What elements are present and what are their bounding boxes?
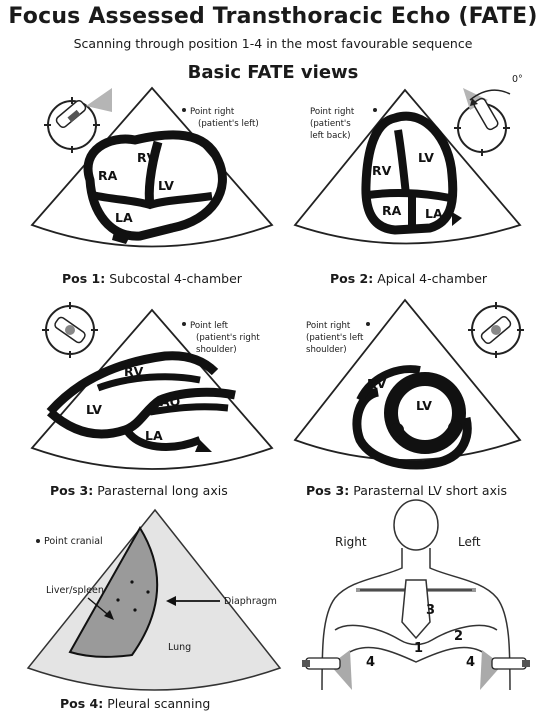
panel-apical-4-chamber: 0° Point right (patient's left back) LV … [295, 74, 523, 286]
panel-parasternal-long-axis: Point left (patient's right shoulder) RV… [32, 302, 272, 498]
label-lv: LV [416, 398, 432, 413]
label-lv: LV [86, 402, 102, 417]
label-la: LA [425, 206, 443, 221]
label-lung: Lung [168, 642, 191, 653]
label-lv: LV [418, 150, 434, 165]
probe-orientation-icon [468, 302, 524, 358]
label-ao: AO [160, 394, 180, 409]
label-liver-spleen: Liver/spleen [46, 585, 104, 596]
probe-note: Point right (patient's left) [190, 107, 259, 129]
label-rv: RV [137, 150, 157, 165]
probe-note: Point cranial [44, 536, 103, 547]
panel-parasternal-short-axis: Point right (patient's left shoulder) RV… [295, 300, 524, 498]
panel-pleural-scanning: Point cranial Liver/spleen Diaphragm Lun… [28, 510, 280, 711]
label-rv: RV [124, 364, 144, 379]
caption-pos1: Pos 1: Subcostal 4-chamber [62, 271, 243, 286]
caption-pos3-short: Pos 3: Parasternal LV short axis [306, 483, 507, 498]
position-4-right: 4 [366, 655, 375, 670]
probe-orientation-icon [42, 302, 98, 358]
label-rv: RV [367, 376, 387, 391]
position-2: 2 [454, 629, 463, 644]
probe-orientation-icon [454, 88, 510, 156]
probe-right [480, 650, 530, 690]
panel-torso-positions: Right Left 3 1 2 4 4 [302, 500, 530, 690]
probe-note: Point left (patient's right shoulder) [190, 321, 262, 355]
label-lv: LV [158, 178, 174, 193]
position-1: 1 [414, 641, 423, 656]
position-4-left: 4 [466, 655, 475, 670]
position-3: 3 [426, 603, 435, 618]
label-left: Left [458, 535, 481, 549]
probe-note: Point right (patient's left shoulder) [306, 321, 366, 355]
caption-pos2: Pos 2: Apical 4-chamber [330, 271, 488, 286]
caption-pos3-long: Pos 3: Parasternal long axis [50, 483, 228, 498]
probe-left [302, 650, 352, 690]
probe-note: Point right (patient's left back) [310, 107, 357, 141]
panel-subcostal-4-chamber: Point right (patient's left) RV RA LV LA… [32, 88, 272, 286]
label-rv: RV [372, 163, 392, 178]
label-la: LA [145, 428, 163, 443]
label-right: Right [335, 535, 367, 549]
rotation-angle: 0° [512, 74, 523, 85]
label-diaphragm: Diaphragm [224, 596, 277, 607]
caption-pos4: Pos 4: Pleural scanning [60, 696, 210, 711]
label-ra: RA [98, 168, 118, 183]
label-la: LA [115, 210, 133, 225]
label-ra: RA [382, 203, 402, 218]
